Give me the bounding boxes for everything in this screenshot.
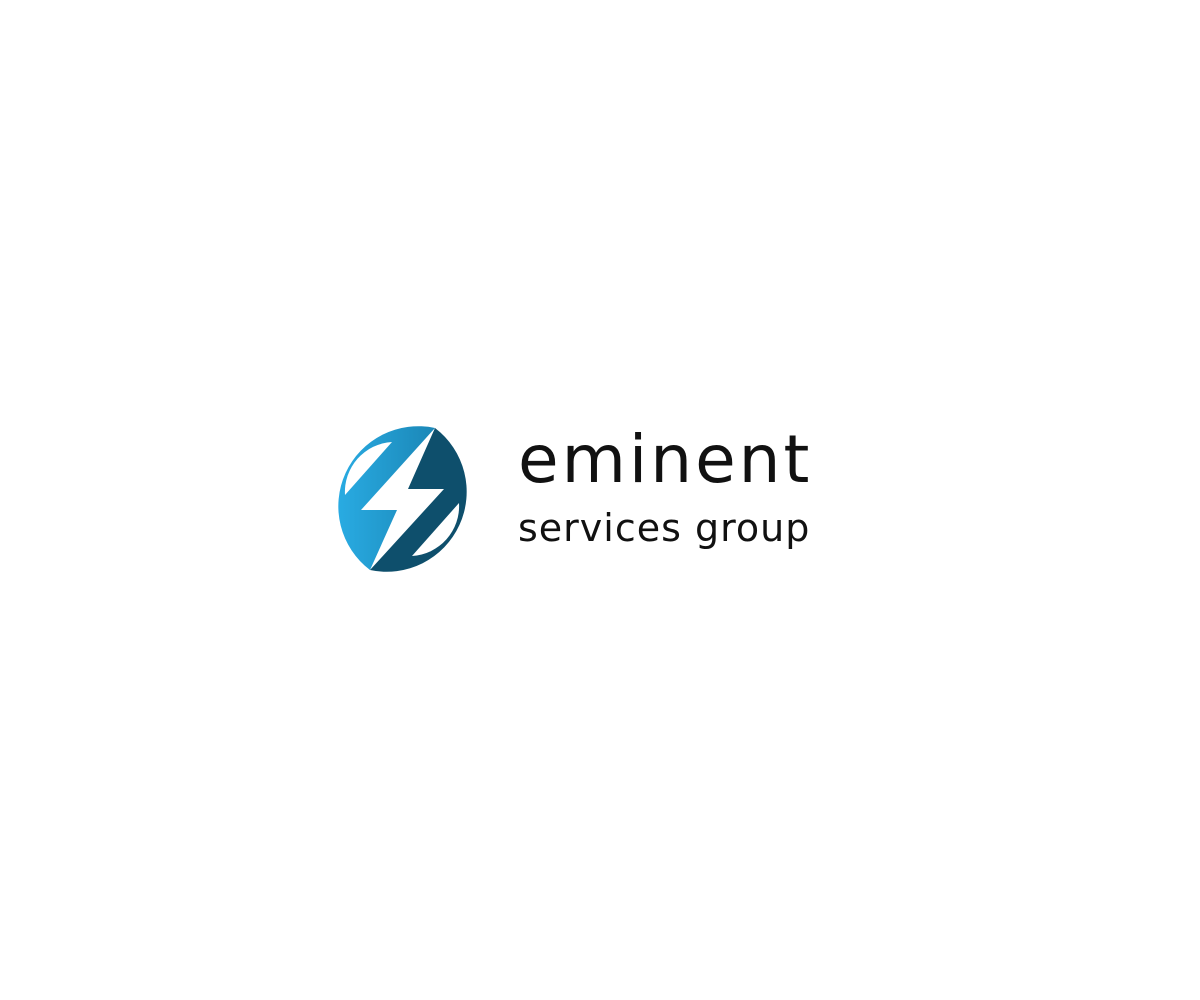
logo-cutout-lower bbox=[412, 503, 460, 556]
brand-name: eminent bbox=[518, 421, 813, 498]
logo-cutout-upper bbox=[344, 442, 392, 495]
lightning-bolt-circle-icon bbox=[338, 426, 467, 572]
logo-lockup: eminent services group bbox=[322, 419, 882, 579]
wordmark: eminent services group bbox=[518, 419, 882, 579]
brand-tagline: services group bbox=[518, 506, 811, 550]
